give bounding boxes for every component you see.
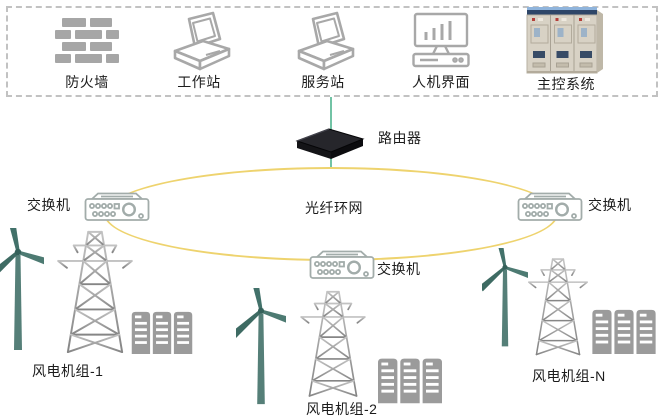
router-label: 路由器 <box>378 130 422 146</box>
switch-right-icon <box>517 192 583 222</box>
server-rack-icon <box>130 310 194 354</box>
farm-group-middle-label: 风电机组-2 <box>306 401 378 417</box>
control-cabinet-icon <box>526 7 603 74</box>
transmission-tower-icon <box>519 256 597 356</box>
server-rack-icon <box>378 356 442 404</box>
wind-turbine-icon <box>0 228 44 352</box>
switch-left-icon <box>84 192 150 222</box>
wind-turbine-icon <box>236 288 286 406</box>
switch-bottom-label: 交换机 <box>377 261 421 277</box>
switch-bottom-icon <box>309 250 375 280</box>
hmi-label: 人机界面 <box>412 74 470 90</box>
network-diagram: { "panel": { "items": [ {"id":"firewall"… <box>0 6 658 417</box>
hmi-monitor-icon <box>412 12 470 68</box>
server-station-icon <box>292 10 358 72</box>
switch-left-label: 交换机 <box>27 197 71 213</box>
main-control-label: 主控系统 <box>537 76 595 92</box>
fiber-ring-label: 光纤环网 <box>305 200 363 216</box>
firewall-icon <box>55 18 119 63</box>
server-station-label: 服务站 <box>301 74 345 90</box>
farm-group-1-label: 风电机组-1 <box>32 363 104 379</box>
transmission-tower-icon <box>291 276 375 410</box>
farm-group-n-label: 风电机组-N <box>532 368 606 384</box>
firewall-label: 防火墙 <box>65 74 109 90</box>
switch-right-label: 交换机 <box>588 197 632 213</box>
server-rack-icon <box>591 308 657 354</box>
router-icon <box>295 128 365 159</box>
workstation-label: 工作站 <box>177 74 221 90</box>
workstation-icon <box>168 10 234 72</box>
